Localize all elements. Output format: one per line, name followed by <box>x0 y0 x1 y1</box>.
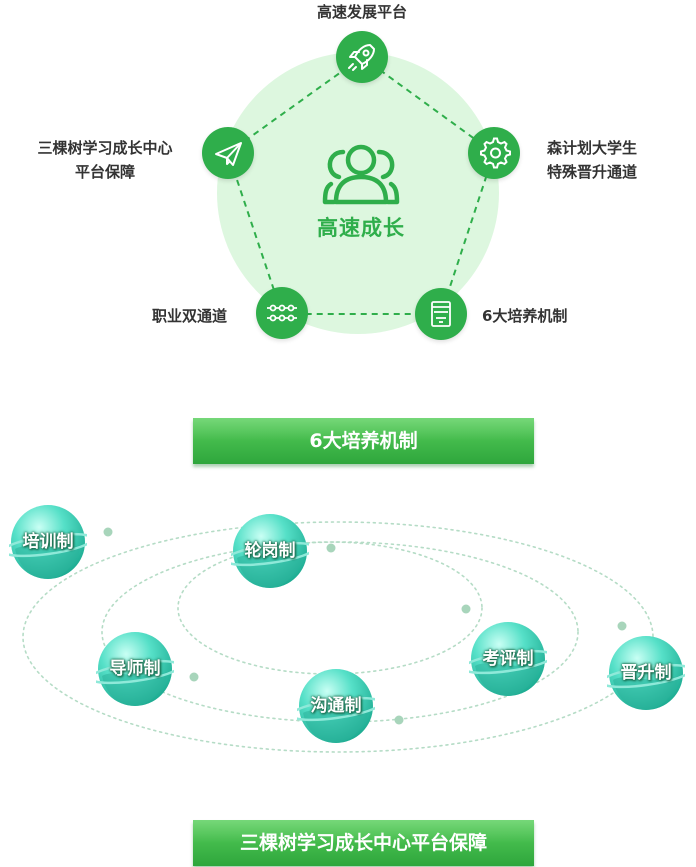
node-label-right-line2: 特殊晋升通道 <box>547 163 638 181</box>
node-left <box>202 127 254 179</box>
planet-sphere-icon <box>9 505 87 579</box>
footer-banner: 三棵树学习成长中心平台保障 <box>193 820 534 866</box>
dual-track-icon <box>267 304 297 322</box>
node-label-top: 高速发展平台 <box>316 3 407 21</box>
planet-goutong: 沟通制 <box>297 667 375 745</box>
orbit-dot-5 <box>189 672 199 682</box>
node-bottom-left <box>256 287 308 339</box>
planet-label-lungang: 轮岗制 <box>244 541 296 561</box>
planet-sphere-icon <box>469 622 547 696</box>
document-icon <box>431 301 451 327</box>
node-top <box>336 31 388 83</box>
planet-sphere-icon <box>96 632 174 706</box>
halo-circle <box>217 52 499 334</box>
orbit-dot-1 <box>103 527 113 537</box>
planet-sphere-icon <box>231 514 309 588</box>
orbit-dot-3 <box>461 604 471 614</box>
planet-sphere-icon <box>607 636 685 710</box>
planet-label-goutong: 沟通制 <box>310 696 362 716</box>
orbit-dot-6 <box>394 715 404 725</box>
planet-daoshi: 导师制 <box>96 630 174 708</box>
planet-label-peixun: 培训制 <box>22 532 74 552</box>
planet-jinsheng: 晋升制 <box>607 634 685 712</box>
node-label-left-line2: 平台保障 <box>74 163 135 181</box>
orbit-dot-2 <box>326 543 336 553</box>
group-people-icon <box>322 144 400 205</box>
node-label-bottom-right: 6大培养机制 <box>482 307 568 325</box>
rocket-icon <box>348 44 375 71</box>
planet-label-kaoping: 考评制 <box>482 649 534 669</box>
node-label-left-line1: 三棵树学习成长中心 <box>37 139 173 157</box>
center-title: 高速成长 <box>317 216 405 240</box>
training-banner: 6大培养机制 <box>193 418 534 464</box>
node-label-right-line1: 森计划大学生 <box>547 139 638 157</box>
node-label-bottom-left: 职业双通道 <box>152 307 228 325</box>
planet-label-jinsheng: 晋升制 <box>620 663 672 683</box>
planet-label-daoshi: 导师制 <box>109 659 161 679</box>
orbit-dot-4 <box>617 621 627 631</box>
node-bottom-right <box>415 288 467 340</box>
planet-sphere-icon <box>297 669 375 743</box>
planet-lungang: 轮岗制 <box>231 512 309 590</box>
paper-plane-icon <box>215 142 242 166</box>
node-right <box>468 127 520 179</box>
planet-peixun: 培训制 <box>9 503 87 581</box>
inner-orbit <box>177 541 483 675</box>
growth-diagram: 高速成长 高速发展平台 森计划大学生 特殊晋升通道 <box>0 0 696 370</box>
gear-icon <box>480 137 511 169</box>
planet-kaoping: 考评制 <box>469 620 547 698</box>
